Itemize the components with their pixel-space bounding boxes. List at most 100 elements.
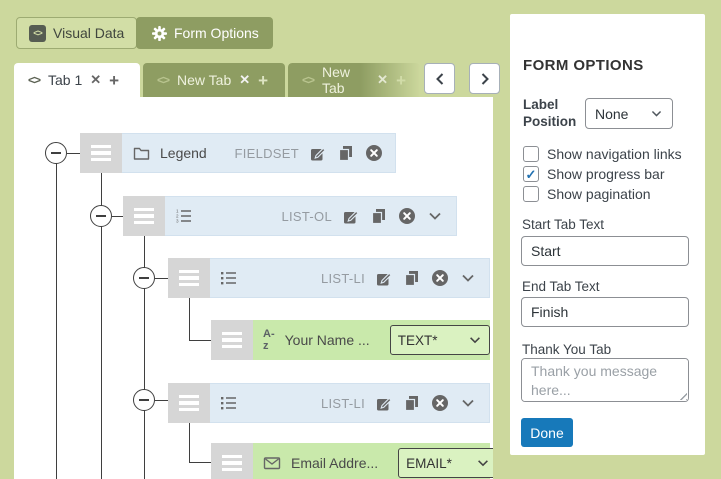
- end-tab-text-input[interactable]: [521, 297, 689, 327]
- tree-connector: [155, 278, 168, 279]
- label-position-select[interactable]: None: [585, 98, 673, 130]
- chevron-down-icon: [469, 337, 480, 344]
- tab-new-1[interactable]: <> New Tab ✕ +: [143, 63, 285, 97]
- text-field-icon: A-z: [263, 328, 275, 352]
- chevron-down-icon: [478, 460, 489, 467]
- chevron-down-icon[interactable]: [459, 394, 477, 412]
- node-label: Email Addre...: [291, 455, 379, 471]
- folder-icon: [132, 144, 150, 162]
- email-icon: [263, 454, 281, 472]
- checkbox-icon[interactable]: [523, 186, 539, 202]
- tree-connector: [189, 423, 190, 462]
- node-label: Legend: [160, 145, 207, 161]
- node-type: FIELDSET: [234, 145, 299, 161]
- edit-icon[interactable]: [342, 207, 360, 225]
- tree-node-list-li[interactable]: LIST-LI: [168, 383, 490, 423]
- gear-icon: [150, 24, 168, 42]
- unordered-list-icon: [220, 269, 238, 287]
- delete-icon[interactable]: [431, 269, 449, 287]
- done-button[interactable]: Done: [521, 418, 573, 447]
- tree-connector: [144, 236, 145, 479]
- chevron-down-icon[interactable]: [459, 269, 477, 287]
- form-options-panel: FORM OPTIONS Label Position None Show na…: [510, 14, 705, 455]
- drag-handle-icon[interactable]: [211, 320, 253, 360]
- chevron-down-icon: [651, 111, 662, 117]
- collapse-icon[interactable]: [133, 389, 155, 411]
- chevron-down-icon[interactable]: [426, 207, 444, 225]
- edit-icon[interactable]: [375, 394, 393, 412]
- label-position-value: None: [595, 105, 629, 122]
- field-type-value: TEXT*: [397, 332, 438, 348]
- copy-icon[interactable]: [370, 207, 388, 225]
- tab-new-2[interactable]: <> New Tab ✕ +: [288, 63, 420, 97]
- node-label: Your Name ...: [284, 332, 370, 348]
- node-type: LIST-LI: [320, 270, 365, 286]
- form-options-button[interactable]: Form Options: [136, 17, 273, 49]
- tree-node-email-field[interactable]: Email Addre... EMAIL*: [211, 443, 493, 479]
- tree-connector: [101, 173, 102, 479]
- tab-add-icon[interactable]: +: [396, 70, 406, 90]
- checkbox-show-navigation-links[interactable]: Show navigation links: [523, 146, 682, 162]
- delete-icon[interactable]: [431, 394, 449, 412]
- drag-handle-icon[interactable]: [168, 383, 210, 423]
- checkbox-icon[interactable]: [523, 166, 539, 182]
- drag-handle-icon[interactable]: [168, 258, 210, 298]
- tab-label: New Tab: [322, 64, 351, 96]
- code-icon: <>: [157, 73, 170, 87]
- code-icon: <>: [28, 73, 41, 87]
- tree-node-list-li[interactable]: LIST-LI: [168, 258, 490, 298]
- thank-you-textarea[interactable]: [521, 358, 689, 402]
- svg-text:1: 1: [176, 209, 179, 214]
- field-type-value: EMAIL*: [406, 455, 452, 471]
- chevron-right-icon: [481, 72, 489, 85]
- panel-title: FORM OPTIONS: [523, 57, 644, 74]
- tab-label: New Tab: [177, 72, 232, 88]
- checkbox-show-progress-bar[interactable]: Show progress bar: [523, 166, 665, 182]
- field-type-select[interactable]: TEXT*: [389, 325, 490, 355]
- tab-active[interactable]: <> Tab 1 ✕ +: [14, 63, 140, 97]
- collapse-icon[interactable]: [133, 267, 155, 289]
- tabs-scroll-right-button[interactable]: [469, 63, 500, 94]
- end-tab-text-label: End Tab Text: [522, 279, 600, 294]
- copy-icon[interactable]: [403, 269, 421, 287]
- visual-data-icon: <>: [29, 24, 46, 42]
- drag-handle-icon[interactable]: [211, 443, 253, 479]
- code-icon: <>: [302, 73, 315, 87]
- visual-data-label: Visual Data: [53, 25, 125, 41]
- tab-add-icon[interactable]: +: [258, 70, 269, 90]
- start-tab-text-input[interactable]: [521, 236, 689, 266]
- thank-you-tab-label: Thank You Tab: [522, 342, 612, 357]
- delete-icon[interactable]: [398, 207, 416, 225]
- tree-connector: [189, 462, 211, 463]
- tab-add-icon[interactable]: +: [109, 70, 120, 90]
- tree-node-fieldset[interactable]: Legend FIELDSET: [80, 133, 396, 173]
- tree-connector: [189, 340, 211, 341]
- tab-close-icon[interactable]: ✕: [377, 72, 389, 87]
- edit-icon[interactable]: [375, 269, 393, 287]
- delete-icon[interactable]: [365, 144, 383, 162]
- tab-close-icon[interactable]: ✕: [239, 72, 251, 87]
- drag-handle-icon[interactable]: [123, 196, 165, 236]
- unordered-list-icon: [220, 394, 238, 412]
- tab-close-icon[interactable]: ✕: [90, 72, 102, 87]
- copy-icon[interactable]: [337, 144, 355, 162]
- checkbox-show-pagination[interactable]: Show pagination: [523, 186, 651, 202]
- tree-connector: [67, 153, 80, 154]
- drag-handle-icon[interactable]: [80, 133, 122, 173]
- tree-node-text-field[interactable]: A-z Your Name ... TEXT*: [211, 320, 490, 360]
- form-options-label: Form Options: [174, 25, 259, 41]
- field-type-select[interactable]: EMAIL*: [398, 448, 493, 478]
- copy-icon[interactable]: [403, 394, 421, 412]
- collapse-icon[interactable]: [45, 142, 67, 164]
- node-type: LIST-LI: [320, 395, 365, 411]
- tree-connector: [189, 298, 190, 340]
- visual-data-button[interactable]: <> Visual Data: [16, 17, 138, 49]
- checkbox-icon[interactable]: [523, 146, 539, 162]
- tabs-scroll-left-button[interactable]: [424, 63, 455, 94]
- chevron-left-icon: [435, 72, 443, 85]
- edit-icon[interactable]: [309, 144, 327, 162]
- collapse-icon[interactable]: [90, 205, 112, 227]
